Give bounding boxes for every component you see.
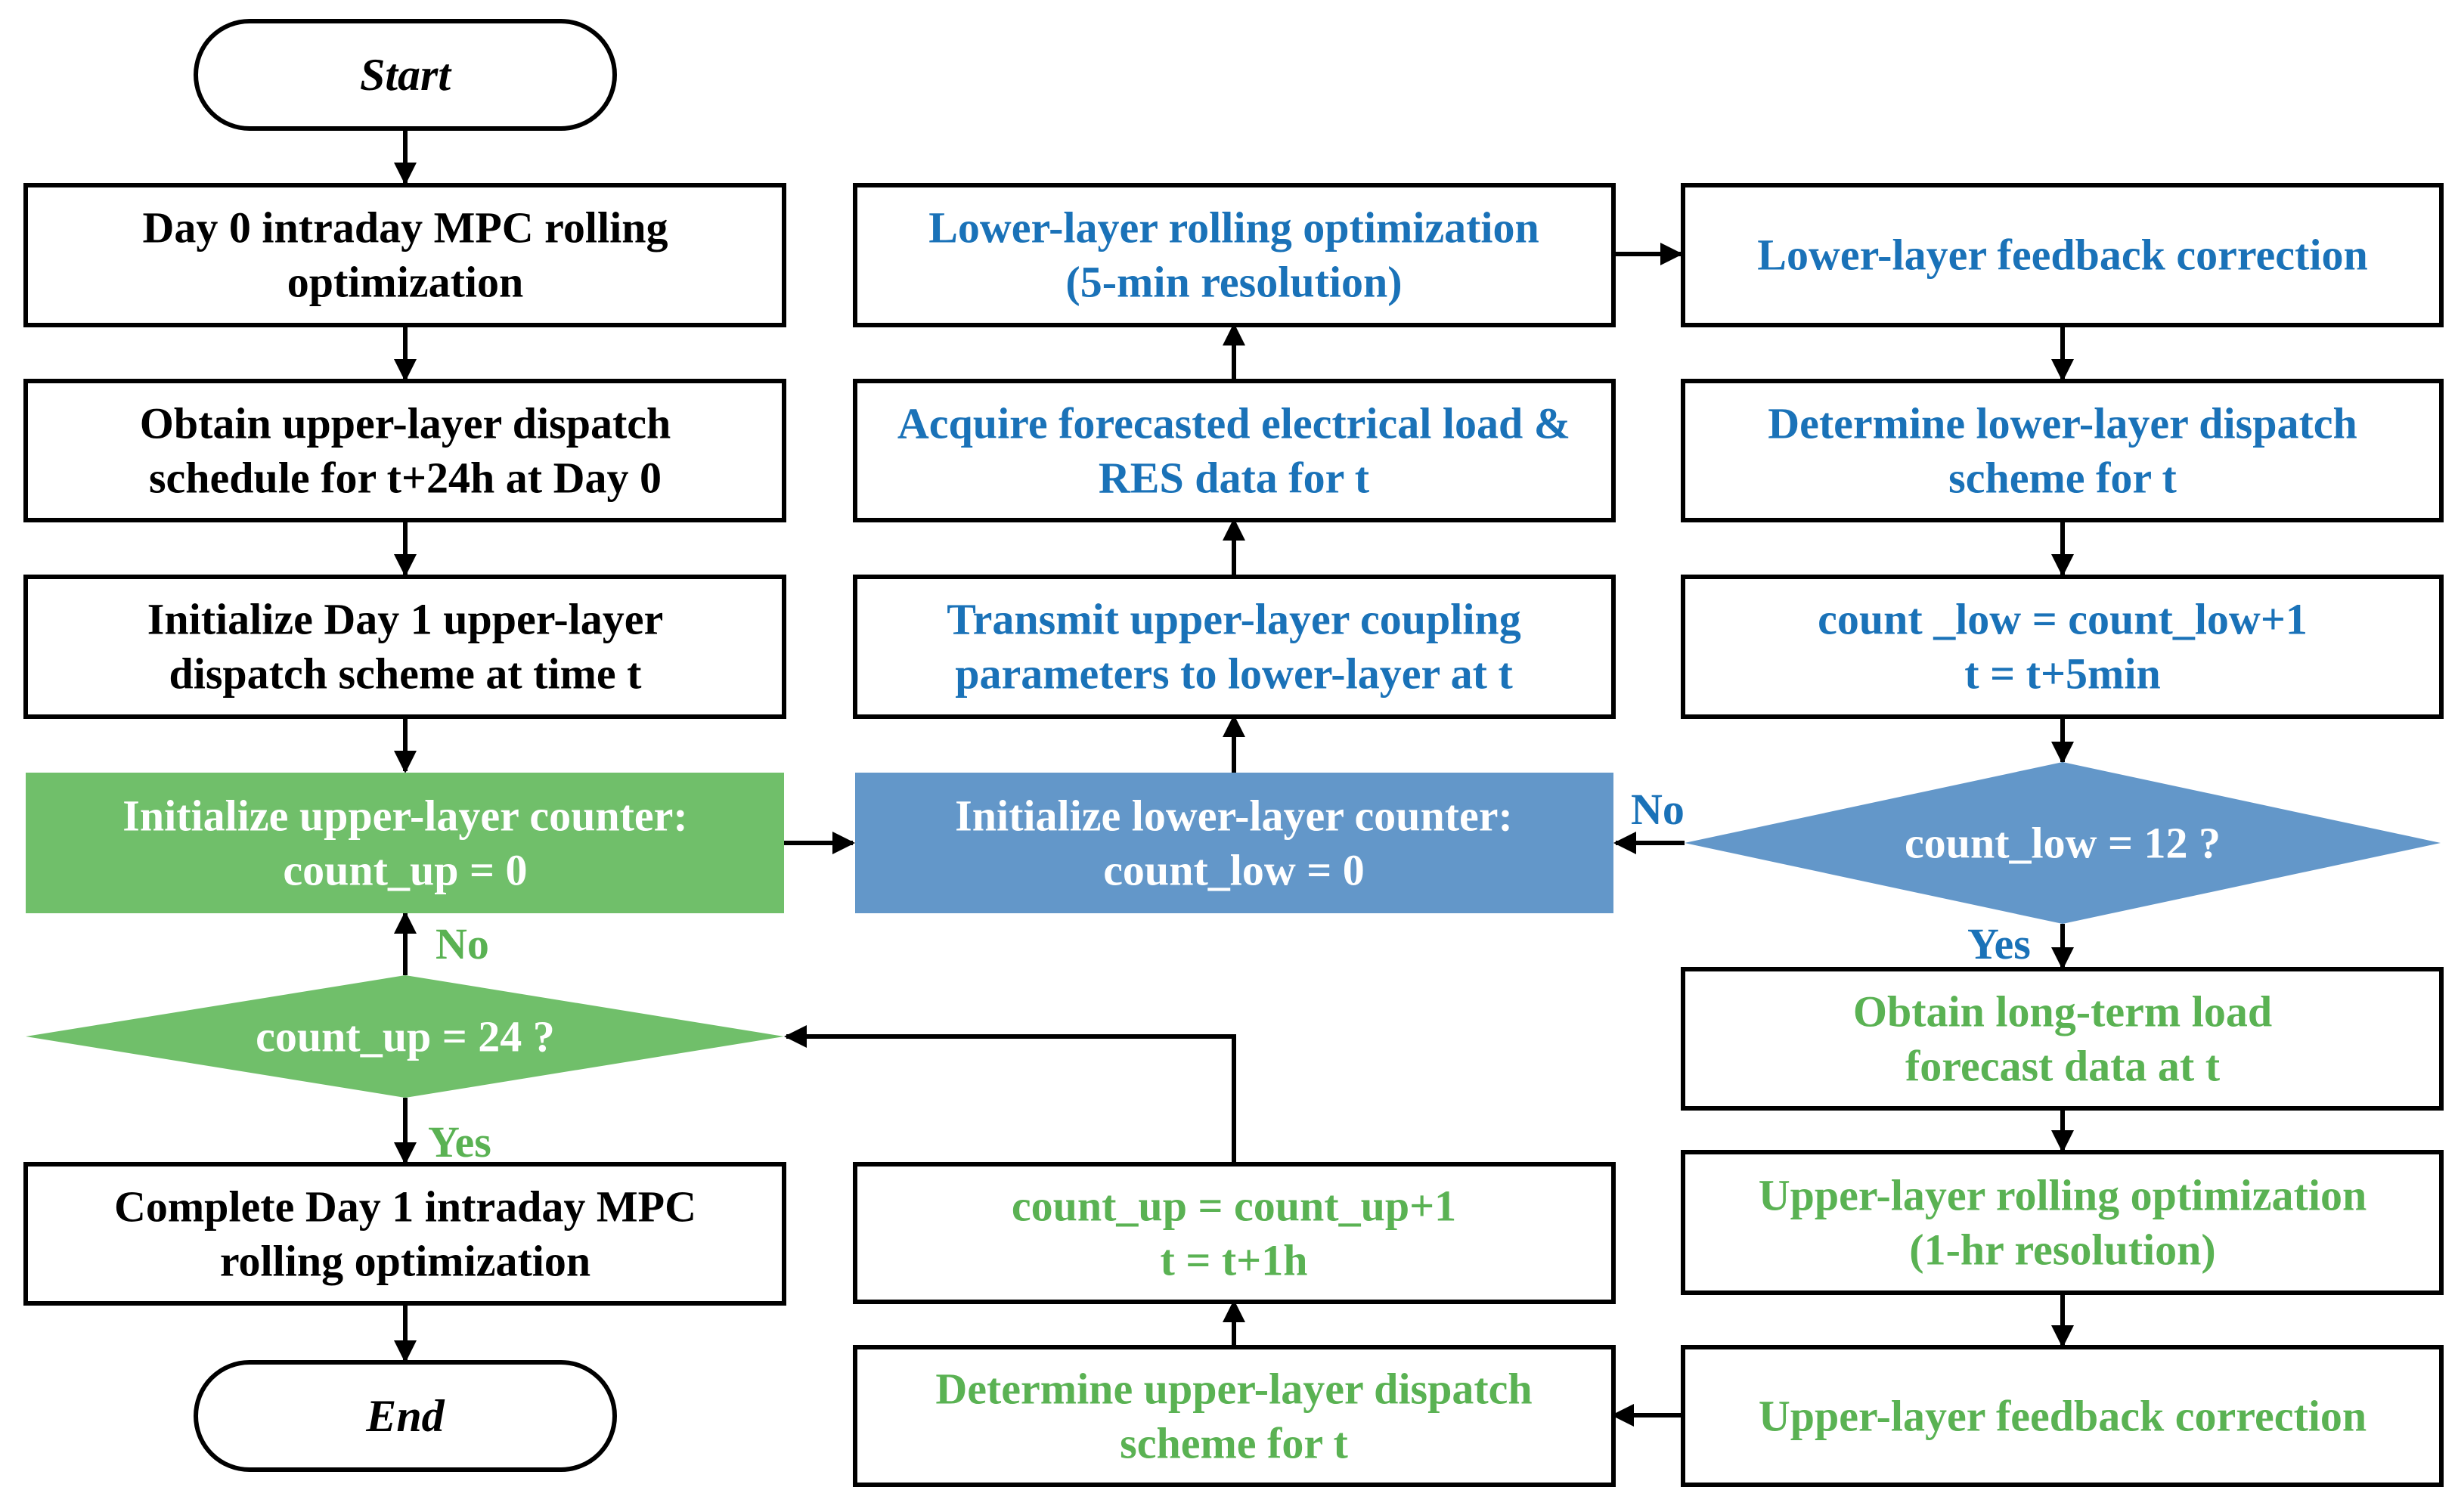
day0-optimization-text-line: Day 0 intraday MPC rolling <box>143 203 668 253</box>
lower-rolling-text: Lower-layer rolling optimization (5-min r… <box>928 203 1539 307</box>
count-low-increment-text-line: count _low = count_low+1 <box>1818 595 2308 644</box>
node-end: End <box>194 1360 617 1472</box>
determine-lower-text: Determine lower-layer dispatch scheme for… <box>1768 399 2357 503</box>
end-label: End <box>365 1391 445 1441</box>
lower-feedback-box <box>1681 183 2444 327</box>
count-low-decision-text: count_low = 12 ? <box>1905 819 2221 868</box>
acquire-forecast-text-line: RES data for t <box>1099 454 1370 503</box>
obtain-upper-schedule-box <box>23 379 786 522</box>
day0-optimization-text: Day 0 intraday MPC rolling optimization <box>143 203 668 307</box>
obtain-longterm-box <box>1681 967 2444 1111</box>
connectors <box>394 129 2074 1427</box>
init-lower-counter-text-line: Initialize lower-layer counter: <box>955 792 1513 841</box>
determine-upper-text: Determine upper-layer dispatch scheme for… <box>935 1365 1532 1468</box>
lower-feedback-text: Lower-layer feedback correction <box>1757 231 2367 280</box>
obtain-longterm-text-line: forecast data at t <box>1905 1042 2221 1091</box>
acquire-forecast-text: Acquire forecasted electrical load & RES … <box>897 399 1570 503</box>
upper-feedback-box <box>1681 1345 2444 1487</box>
init-day1-text: Initialize Day 1 upper-layer dispatch sch… <box>147 595 664 699</box>
acquire-forecast-text-line: Acquire forecasted electrical load & <box>897 399 1570 448</box>
count-low-no-label: No <box>1631 785 1685 834</box>
lower-rolling-text-line: (5-min resolution) <box>1065 258 1402 307</box>
count-up-increment-box <box>853 1162 1616 1304</box>
count-up-decision <box>26 975 784 1098</box>
transmit-params-text: Transmit upper-layer coupling parameters … <box>947 595 1520 699</box>
init-day1-text-line: Initialize Day 1 upper-layer <box>147 595 664 644</box>
init-lower-counter-text-line: count_low = 0 <box>1103 846 1365 895</box>
count-low-increment-box <box>1681 575 2444 719</box>
obtain-upper-schedule-text: Obtain upper-layer dispatch schedule for … <box>140 399 671 503</box>
init-upper-counter-text: Initialize upper-layer counter: count_up … <box>122 792 687 895</box>
count-up-no-label: No <box>435 919 489 968</box>
complete-day1-box <box>23 1162 786 1306</box>
lower-rolling-box <box>853 183 1616 327</box>
init-lower-counter-text: Initialize lower-layer counter: count_low… <box>955 792 1513 895</box>
upper-feedback-text-line: Upper-layer feedback correction <box>1759 1392 2367 1441</box>
determine-upper-text-line: scheme for t <box>1120 1419 1348 1468</box>
count-up-increment-text-line: count_up = count_up+1 <box>1012 1182 1456 1231</box>
count-low-decision-text-line: count_low = 12 ? <box>1905 819 2221 868</box>
count-low-increment-text-line: t = t+5min <box>1964 649 2160 699</box>
count-up-yes-label: Yes <box>428 1117 491 1167</box>
count-low-yes-label: Yes <box>1967 919 2031 968</box>
acquire-forecast-box <box>853 379 1616 522</box>
determine-upper-box <box>853 1345 1616 1487</box>
complete-day1-text-line: Complete Day 1 intraday MPC <box>114 1182 696 1232</box>
upper-rolling-box <box>1681 1150 2444 1295</box>
init-upper-counter-text-line: Initialize upper-layer counter: <box>122 792 687 841</box>
upper-rolling-text-line: (1-hr resolution) <box>1909 1225 2215 1275</box>
obtain-upper-schedule-text-line: schedule for t+24h at Day 0 <box>149 454 662 503</box>
count-up-decision-text-line: count_up = 24 ? <box>256 1012 555 1061</box>
complete-day1-text-line: rolling optimization <box>220 1237 590 1286</box>
determine-lower-text-line: scheme for t <box>1948 454 2177 503</box>
init-upper-counter-text-line: count_up = 0 <box>283 846 527 895</box>
start-terminal <box>194 19 617 131</box>
obtain-longterm-text: Obtain long-term load forecast data at t <box>1853 987 2272 1091</box>
transmit-params-text-line: parameters to lower-layer at t <box>955 649 1513 699</box>
lower-rolling-text-line: Lower-layer rolling optimization <box>928 203 1539 253</box>
transmit-params-box <box>853 575 1616 719</box>
day0-optimization-text-line: optimization <box>287 258 524 307</box>
determine-lower-box <box>1681 379 2444 522</box>
day0-optimization-box <box>23 183 786 327</box>
start-label: Start <box>360 50 452 100</box>
upper-feedback-text: Upper-layer feedback correction <box>1759 1392 2367 1441</box>
init-day1-text-line: dispatch scheme at time t <box>169 649 642 699</box>
count-up-decision-text: count_up = 24 ? <box>256 1012 555 1061</box>
end-terminal <box>194 1360 617 1472</box>
arrow-count-up-inc-to-upper-check <box>784 1025 1236 1163</box>
determine-lower-text-line: Determine lower-layer dispatch <box>1768 399 2357 448</box>
count-low-decision <box>1685 762 2441 924</box>
init-upper-counter-box <box>26 773 784 913</box>
upper-rolling-text-line: Upper-layer rolling optimization <box>1759 1171 2367 1220</box>
init-day1-box <box>23 575 786 719</box>
complete-day1-text: Complete Day 1 intraday MPC rolling optim… <box>114 1182 696 1286</box>
obtain-longterm-text-line: Obtain long-term load <box>1853 987 2272 1036</box>
upper-rolling-text: Upper-layer rolling optimization (1-hr re… <box>1759 1171 2367 1275</box>
transmit-params-text-line: Transmit upper-layer coupling <box>947 595 1520 644</box>
obtain-upper-schedule-text-line: Obtain upper-layer dispatch <box>140 399 671 448</box>
lower-feedback-text-line: Lower-layer feedback correction <box>1757 231 2367 280</box>
node-start: Start <box>194 19 617 131</box>
determine-upper-text-line: Determine upper-layer dispatch <box>935 1365 1532 1414</box>
init-lower-counter-box <box>855 773 1613 913</box>
count-up-increment-text-line: t = t+1h <box>1161 1236 1308 1285</box>
